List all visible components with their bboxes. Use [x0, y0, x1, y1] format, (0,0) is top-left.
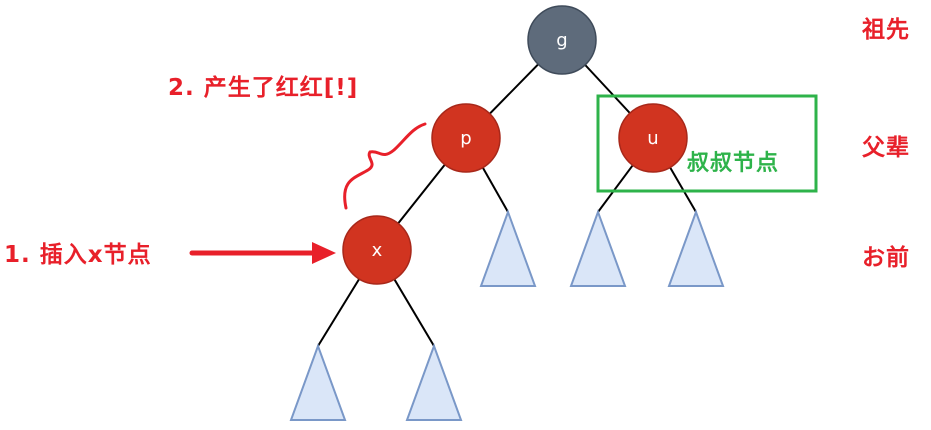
annotation-uncle-node: 叔叔节点 — [687, 151, 780, 176]
x-right-subtree — [405, 343, 463, 421]
level-label-ancestor: 祖先 — [862, 17, 910, 43]
x-left-subtree — [289, 343, 347, 421]
level-label-parent-generation: 父辈 — [862, 135, 910, 161]
node-p: p — [431, 103, 501, 173]
u-right-subtree — [667, 209, 725, 287]
node-g-label: g — [556, 30, 567, 51]
u-left-subtree — [569, 209, 627, 287]
annotation-red-red-conflict: 2. 产生了红红[!] — [168, 75, 359, 101]
node-g: g — [527, 5, 597, 75]
node-x-label: x — [372, 240, 383, 261]
node-x-circle — [342, 215, 412, 285]
red-red-brace — [343, 122, 427, 210]
node-u-label: u — [647, 128, 658, 149]
node-u: u — [618, 103, 688, 173]
node-u-circle — [618, 103, 688, 173]
node-x: x — [342, 215, 412, 285]
node-p-label: p — [460, 128, 471, 149]
node-g-circle — [527, 5, 597, 75]
annotation-insert-x: 1. 插入x节点 — [4, 242, 152, 268]
insert-arrow-head — [312, 242, 336, 264]
p-right-subtree — [479, 209, 537, 287]
node-p-circle — [431, 103, 501, 173]
level-label-self: お前 — [862, 245, 910, 271]
uncle-highlight-box — [596, 94, 818, 193]
